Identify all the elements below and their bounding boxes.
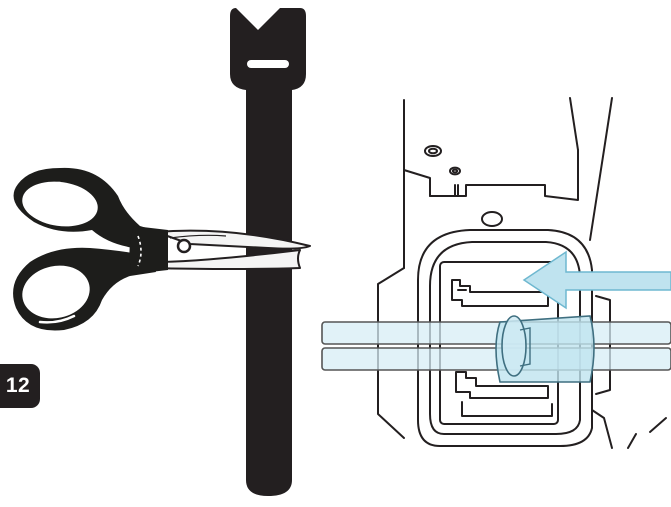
mount-right-edge <box>589 97 613 241</box>
handle-lower-hole <box>22 265 90 319</box>
arrow-shape <box>522 250 671 310</box>
screw-hole-3 <box>481 211 503 227</box>
right-leg-2 <box>627 433 637 449</box>
step-number-badge: 12 <box>0 364 40 408</box>
scissors-icon <box>13 167 311 331</box>
cables <box>321 315 671 383</box>
pivot-screw <box>176 238 192 254</box>
cable-wrap-tab <box>519 327 531 367</box>
strap-body <box>230 8 306 496</box>
blade-bevel <box>169 234 227 239</box>
handle-collar <box>129 226 168 274</box>
clip-housing <box>417 229 593 447</box>
bracket-step <box>403 169 431 197</box>
strap-slot <box>247 60 289 68</box>
step-number: 12 <box>5 374 31 397</box>
handle-lower-glint <box>38 314 76 324</box>
blade-lower <box>149 249 301 270</box>
lower-slot-rail <box>461 401 553 417</box>
screw-hole-1 <box>424 145 442 157</box>
mount-back-line <box>569 97 579 151</box>
device-drawing <box>377 97 667 449</box>
bracket-top <box>429 149 579 201</box>
collar-stitch <box>137 235 142 267</box>
bracket-notch <box>454 184 459 197</box>
handle-upper-hole <box>22 181 98 227</box>
handle-upper-glint <box>26 181 62 196</box>
cable-wrap-end <box>501 315 527 377</box>
right-leg-3 <box>649 417 667 433</box>
side-tab <box>595 295 611 395</box>
right-leg <box>591 409 613 449</box>
velcro-strap <box>230 8 306 496</box>
screw-hole-1-inner <box>428 147 438 155</box>
screw-hole-2 <box>449 166 461 176</box>
screw-hole-2-inner <box>451 168 459 174</box>
direction-arrow <box>522 250 671 310</box>
lower-slot <box>455 371 549 399</box>
